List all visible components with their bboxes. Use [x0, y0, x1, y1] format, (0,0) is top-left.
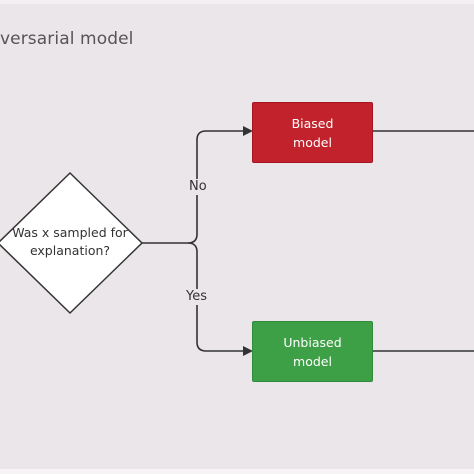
diagram-title: versarial model [0, 29, 134, 49]
connector-no-branch [187, 126, 253, 244]
diagram-panel: versarial model Was x sampled for explan… [0, 4, 474, 469]
unbiased-model-label: Unbiased model [283, 334, 342, 369]
unbiased-model-node: Unbiased model [252, 321, 373, 382]
decision-diamond [0, 171, 144, 315]
connector-yes-branch [187, 242, 253, 356]
bottom-border [0, 469, 474, 474]
biased-model-node: Biased model [252, 102, 373, 163]
top-border [0, 0, 474, 4]
connectors [0, 126, 474, 356]
decision-label: Was x sampled for explanation? [12, 225, 128, 258]
yes-branch-label: Yes [184, 289, 209, 305]
no-branch-label: No [187, 179, 209, 195]
biased-model-label: Biased model [291, 115, 334, 150]
